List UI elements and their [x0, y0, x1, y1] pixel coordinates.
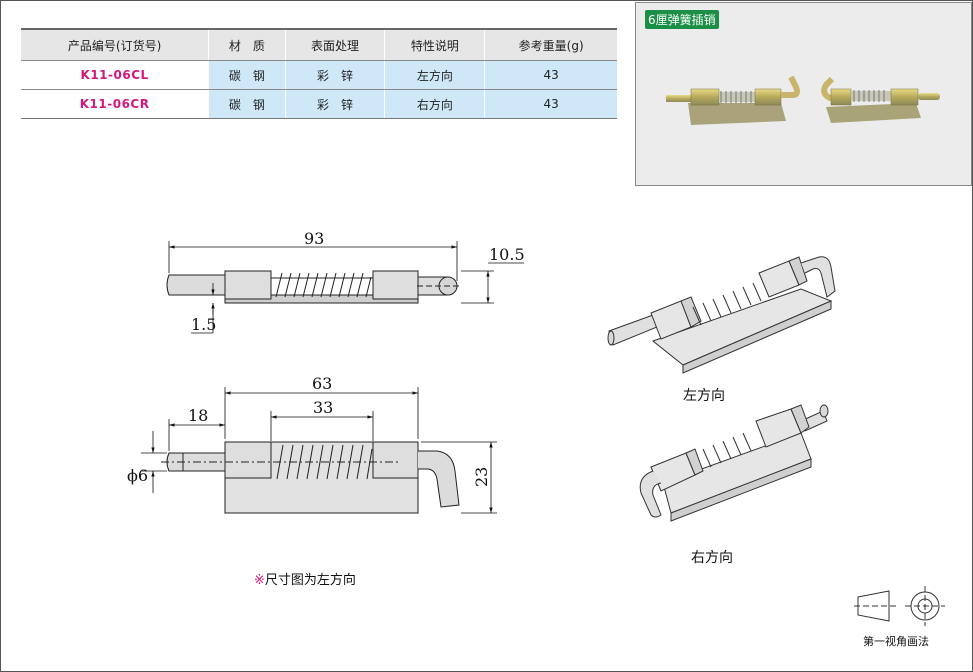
isometric-left-latch — [607, 256, 836, 374]
material-cell: 碳 钢 — [208, 89, 286, 119]
note-text: 尺寸图为左方向 — [264, 573, 356, 588]
header-weight: 参考重量(g) — [484, 28, 617, 61]
table-row: K11-06CR 碳 钢 彩 锌 右方向 43 — [21, 89, 617, 119]
front-view-dimensions — [141, 387, 497, 514]
header-code: 产品编号(订货号) — [21, 28, 209, 61]
dim-overall-length: 93 — [304, 229, 324, 248]
header-surface: 表面处理 — [284, 28, 385, 61]
product-code: K11-06CR — [21, 89, 209, 119]
caption-left-direction: 左方向 — [683, 388, 725, 404]
dim-top-height: 10.5 — [489, 245, 525, 264]
dim-pin-length: 18 — [188, 406, 208, 425]
note-mark: ※ — [254, 573, 265, 588]
product-photo: 6厘弹簧插销 — [635, 2, 972, 186]
top-view-dimensions — [168, 241, 524, 334]
caption-right-direction: 右方向 — [691, 550, 733, 566]
table-row: K11-06CL 碳 钢 彩 锌 左方向 43 — [21, 60, 617, 90]
front-view — [161, 441, 460, 514]
spec-header-row: 产品编号(订货号) 材 质 表面处理 特性说明 参考重量(g) — [21, 28, 617, 61]
feature-cell: 左方向 — [384, 60, 485, 90]
dim-pin-diameter: ϕ6 — [127, 466, 148, 485]
material-cell: 碳 钢 — [208, 60, 286, 90]
dim-body-length: 63 — [312, 374, 332, 393]
projection-label: 第一视角画法 — [863, 635, 929, 648]
weight-cell: 43 — [484, 89, 617, 119]
surface-cell: 彩 锌 — [284, 60, 385, 90]
dim-front-height: 23 — [472, 467, 491, 487]
weight-cell: 43 — [484, 60, 617, 90]
feature-cell: 右方向 — [384, 89, 485, 119]
product-code: K11-06CL — [21, 60, 209, 90]
header-feature: 特性说明 — [384, 28, 485, 61]
dim-plate-thickness: 1.5 — [191, 315, 216, 334]
spec-table: 产品编号(订货号) 材 质 表面处理 特性说明 参考重量(g) K11-06CL… — [21, 28, 617, 119]
first-angle-projection-symbol — [854, 586, 945, 626]
dimension-note: ※尺寸图为左方向 — [254, 569, 356, 588]
latch-photo-illustration — [666, 75, 940, 125]
isometric-right-latch — [639, 404, 829, 522]
top-view — [166, 270, 461, 304]
dim-spring-length: 33 — [313, 398, 333, 417]
photo-label: 6厘弹簧插销 — [645, 10, 719, 29]
header-material: 材 质 — [208, 28, 286, 61]
surface-cell: 彩 锌 — [284, 89, 385, 119]
